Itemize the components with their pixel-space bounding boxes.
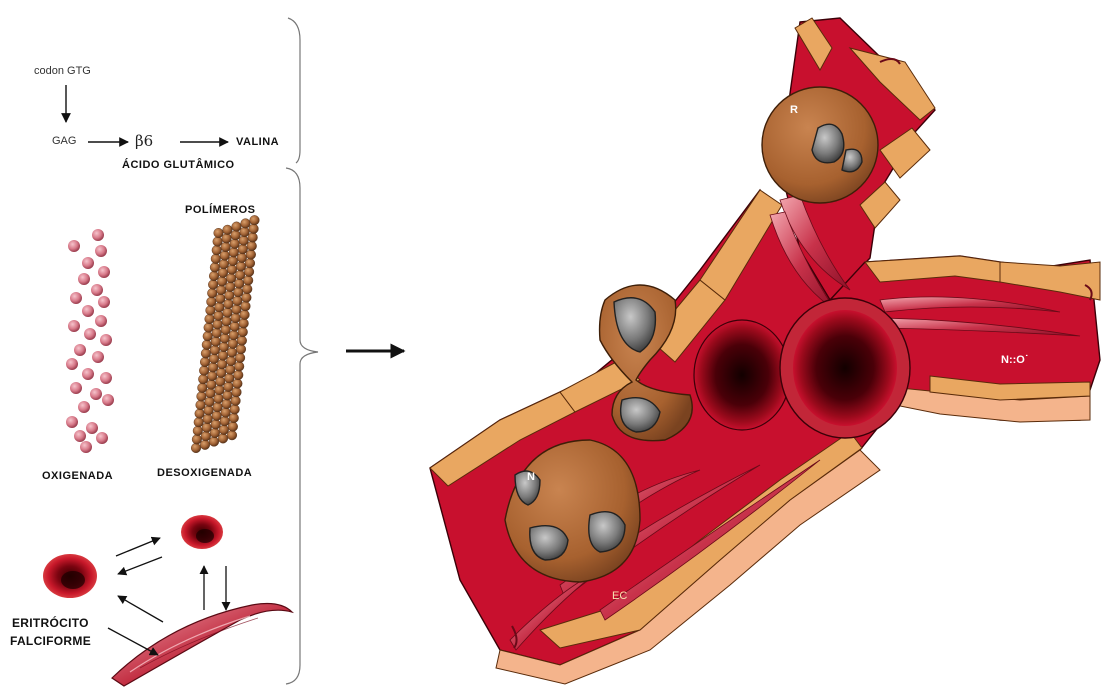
cell-r-label: R <box>790 104 798 116</box>
oxygenated-label: OXIGENADA <box>42 470 113 482</box>
lumen-1 <box>694 320 790 430</box>
sickle-label: FALCIFORME <box>10 634 91 648</box>
endothelial-cell-label: EC <box>612 590 627 602</box>
deoxygenated-label: DESOXIGENADA <box>157 467 252 479</box>
erythrocyte-label: ERITRÓCITO <box>12 616 89 630</box>
nitric-oxide-label: N::O˙ <box>1001 354 1029 366</box>
codon-label: codon GTG <box>34 65 91 77</box>
valina-label: VALINA <box>236 136 279 148</box>
deoxygenated-polymer <box>191 215 259 452</box>
polymers-label: POLÍMEROS <box>185 204 256 216</box>
large-brace <box>286 168 318 684</box>
cell-n-label: N <box>527 471 535 483</box>
top-bracket <box>288 18 300 163</box>
glutamic-acid-label: ÁCIDO GLUTÂMICO <box>122 159 235 171</box>
lumen-2 <box>793 310 897 426</box>
gag-label: GAG <box>52 135 76 147</box>
oxygenated-hemoglobin <box>66 229 114 453</box>
beta6-label: β6 <box>135 132 153 150</box>
blood-vessel <box>430 18 1100 684</box>
